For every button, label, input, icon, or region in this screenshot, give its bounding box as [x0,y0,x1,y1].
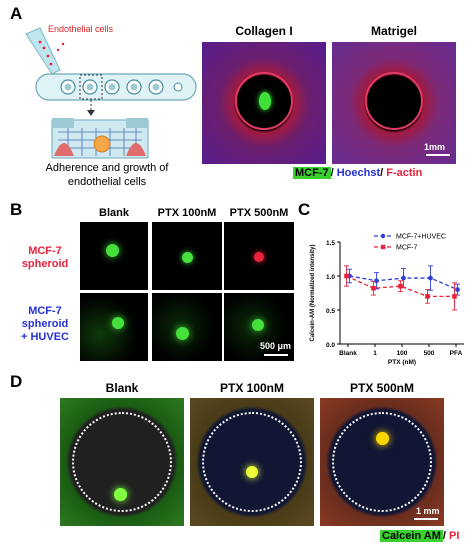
legend-marker [381,244,386,250]
data-point [452,294,457,299]
legend-pi: PI [445,530,460,542]
micrograph-matrigel: 1mm [332,42,456,164]
y-tick-label: 1.5 [326,240,335,247]
row-label-line: MCF-7 [28,245,62,257]
micrograph-collagen [202,42,326,164]
col-header-d-ptx100: PTX 100nM [219,381,285,395]
data-point [401,275,406,281]
spheroid-green [176,327,189,340]
scale-bar-label: 1mm [424,142,446,152]
adherence-caption-line2: endothelial cells [67,176,147,188]
dotted-circle [202,412,302,512]
col-header-d-blank: Blank [105,381,139,395]
legend-sep: / [330,167,334,179]
panel-label-a: A [10,4,23,23]
scale-bar [264,354,288,356]
panel-label-d: D [10,372,23,391]
data-point [398,283,403,289]
scale-bar [426,154,450,156]
data-point [374,278,379,284]
micrograph-b-blank-mcf7 [80,222,148,290]
legend-sep: / [442,530,446,542]
spheroid-yellow [376,432,389,445]
row-label-mcf7-huvec: MCF-7 spheroid + HUVEC [12,305,78,344]
y-tick-label: 0.5 [326,308,335,315]
micrograph-d-ptx500: 1 mm [320,398,444,526]
legend-label: MCF-7 [396,245,417,252]
adherence-caption: Adherence and growth of endothelial cell… [12,161,202,189]
data-point [371,285,376,291]
legend-marker [380,233,386,239]
legend-hoechst: Hoechst [333,167,381,179]
col-header-ptx500: PTX 500nM [229,207,289,219]
col-header-d-ptx500: PTX 500nM [349,381,415,395]
x-tick-label: Blank [339,350,357,357]
ring-outline [235,72,293,130]
col-header-collagen: Collagen I [235,24,293,38]
stain-legend-a: MCF-7/ Hoechst/ F-actin [293,167,422,179]
row-label-mcf7: MCF-7 spheroid [12,245,78,271]
legend-mcf7: MCF-7 [293,167,331,179]
x-tick-label: 500 [424,350,435,357]
stain-legend-d: Calcein AM/ PI [380,530,459,542]
spheroid-green [114,488,127,501]
micrograph-b-ptx100-huvec [152,293,222,361]
panel-label-b: B [10,200,23,219]
dotted-circle [72,412,172,512]
data-point [455,287,460,292]
row-label-line: spheroid [21,318,69,330]
spheroid-green [106,244,119,257]
row-label-line: spheroid [21,258,69,270]
legend-factin: F-actin [383,167,423,179]
x-tick-label: PFA [450,350,463,357]
adherence-caption-line1: Adherence and growth of [45,162,169,174]
spheroid-yellow [246,466,258,478]
y-axis-label: Calcein-AM (Normalized intensity) [310,244,316,341]
micrograph-d-ptx100 [190,398,314,526]
spheroid-red [254,252,264,262]
col-header-matrigel: Matrigel [370,24,417,38]
scale-bar [414,518,438,520]
device-schematic [18,20,198,180]
legend-label: MCF-7+HUVEC [396,234,446,241]
scale-bar-label: 500 μm [260,341,292,351]
row-label-line: MCF-7 [28,305,62,317]
spheroid-green [182,252,193,263]
x-tick-label: 1 [373,350,377,357]
panel-label-c: C [298,200,311,219]
col-header-blank: Blank [99,207,129,219]
scale-bar-label: 1 mm [416,506,440,516]
series-line [346,275,455,298]
data-point [425,294,430,299]
micrograph-b-ptx500-mcf7 [224,222,294,290]
micrograph-b-ptx100-mcf7 [152,222,222,290]
row-label-line: + HUVEC [21,331,69,343]
spheroid-green [252,319,264,331]
legend-calcein: Calcein AM [380,530,443,542]
spheroid-green [112,317,124,329]
micrograph-b-blank-huvec [80,293,148,361]
dotted-circle [332,412,432,512]
col-header-ptx100: PTX 100nM [157,207,217,219]
y-tick-label: 1.0 [326,274,335,281]
x-axis-label: PTX (nM) [388,359,416,366]
data-point [428,275,433,281]
micrograph-b-ptx500-huvec: 500 μm [224,293,294,361]
ring-outline [365,72,423,130]
legend-sep: / [380,167,384,179]
data-point [344,273,349,279]
endothelial-cells-caption: Endothelial cells [48,24,114,34]
micrograph-d-blank [60,398,184,526]
y-tick-label: 0.0 [326,342,335,349]
x-tick-label: 100 [397,350,408,357]
